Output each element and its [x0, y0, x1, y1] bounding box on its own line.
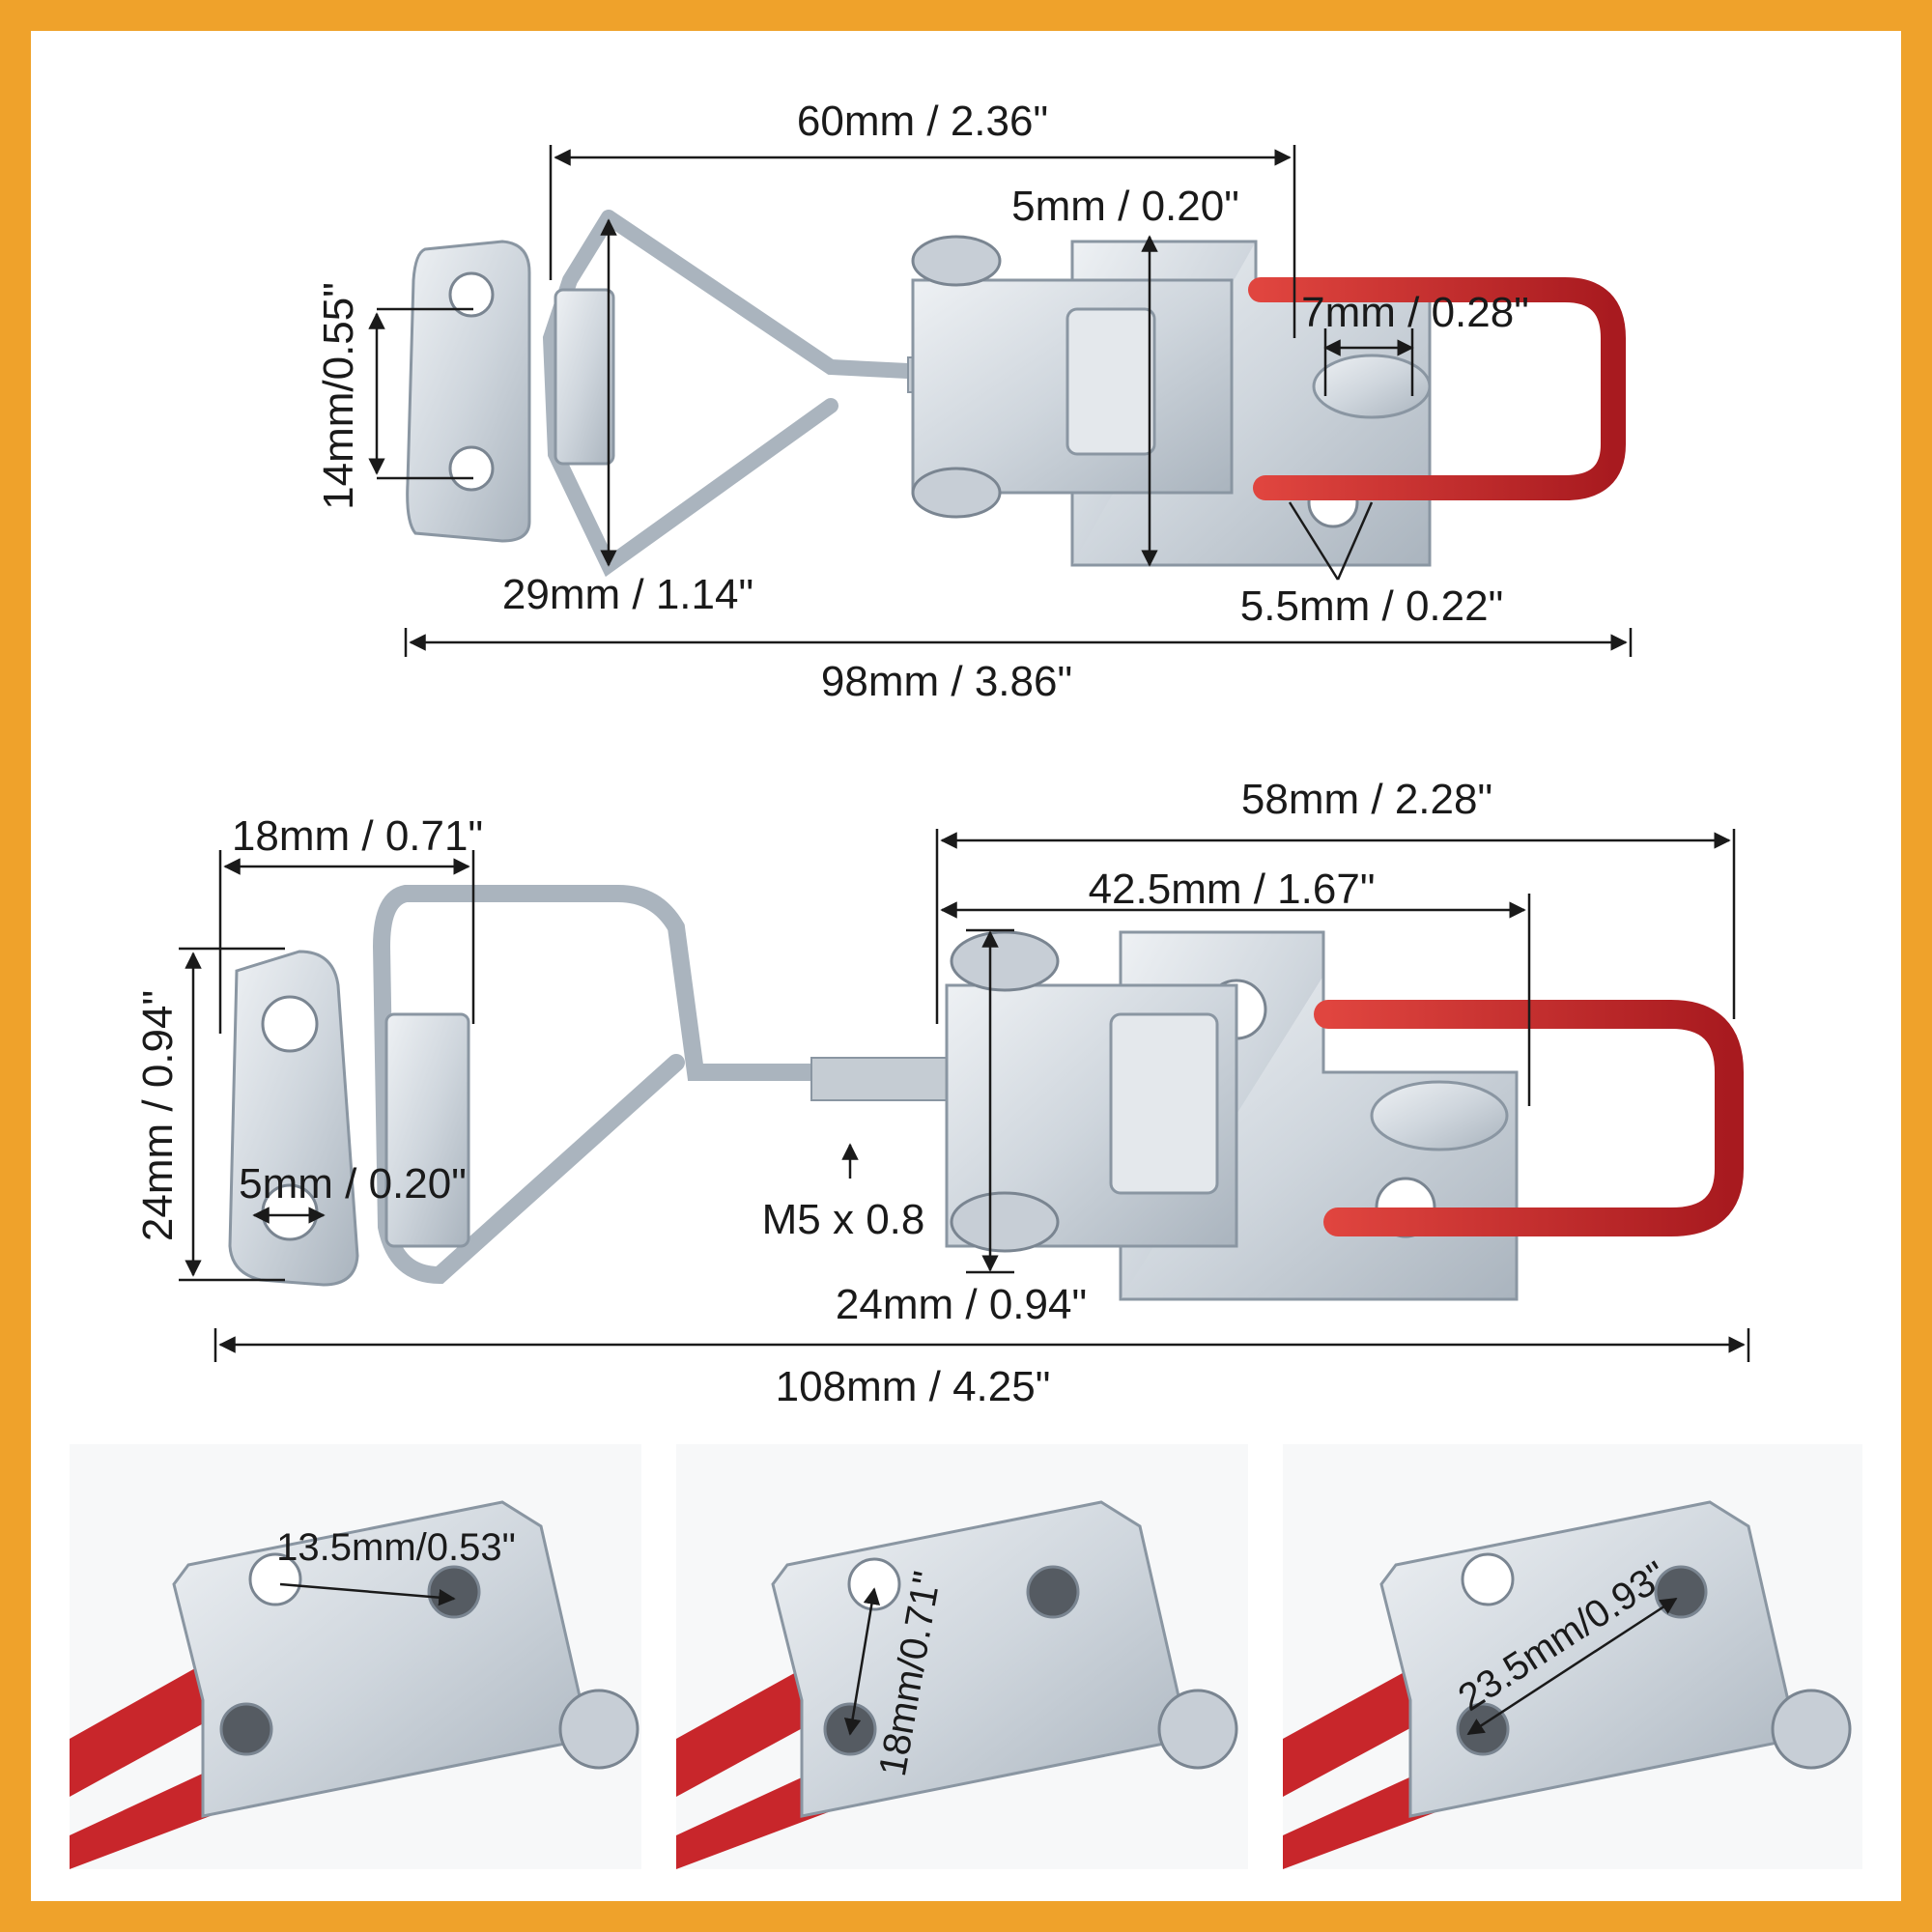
- detail-photo-3: 23.5mm/0.93": [1283, 1444, 1862, 1869]
- dim-42-5mm: 42.5mm / 1.67": [1089, 866, 1376, 913]
- dim-98mm-overall: 98mm / 3.86": [821, 658, 1072, 705]
- dim-5-5mm-hole: 5.5mm / 0.22": [1240, 582, 1503, 630]
- dim-5mm-pin: 5mm / 0.20": [1011, 183, 1239, 230]
- dim-7mm-slot: 7mm / 0.28": [1301, 289, 1529, 336]
- bottom-dimension-labels: 58mm / 2.28" 18mm / 0.71" 42.5mm / 1.67"…: [134, 776, 1492, 1410]
- top-dimension-lines: [368, 145, 1633, 657]
- top-latch-drawing: [406, 210, 1626, 578]
- dim-24mm-mid-height: 24mm / 0.94": [836, 1281, 1087, 1328]
- dim-58mm: 58mm / 2.28": [1241, 776, 1492, 823]
- dim-14mm-hole-spacing: 14mm/0.55": [315, 282, 362, 510]
- bottom-latch-drawing: [228, 885, 1744, 1301]
- dim-29mm-height: 29mm / 1.14": [502, 571, 753, 618]
- dim-24mm-left-height: 24mm / 0.94": [134, 990, 182, 1241]
- dim-18mm-width: 18mm / 0.71": [232, 812, 483, 860]
- top-dimension-labels: 60mm / 2.36" 5mm / 0.20" 7mm / 0.28" 14m…: [315, 98, 1529, 705]
- detail-photo-2: 18mm/0.71": [676, 1444, 1248, 1869]
- detail-photo-1: 13.5mm/0.53": [70, 1444, 641, 1869]
- dim-thread-m5: M5 x 0.8: [762, 1196, 925, 1243]
- dim-5mm-hole: 5mm / 0.20": [239, 1160, 467, 1208]
- bottom-dimension-lines: [179, 829, 1750, 1362]
- dim-60mm: 60mm / 2.36": [797, 98, 1048, 145]
- dim-108mm-overall: 108mm / 4.25": [776, 1363, 1051, 1410]
- detail-label-13-5mm: 13.5mm/0.53": [276, 1526, 516, 1569]
